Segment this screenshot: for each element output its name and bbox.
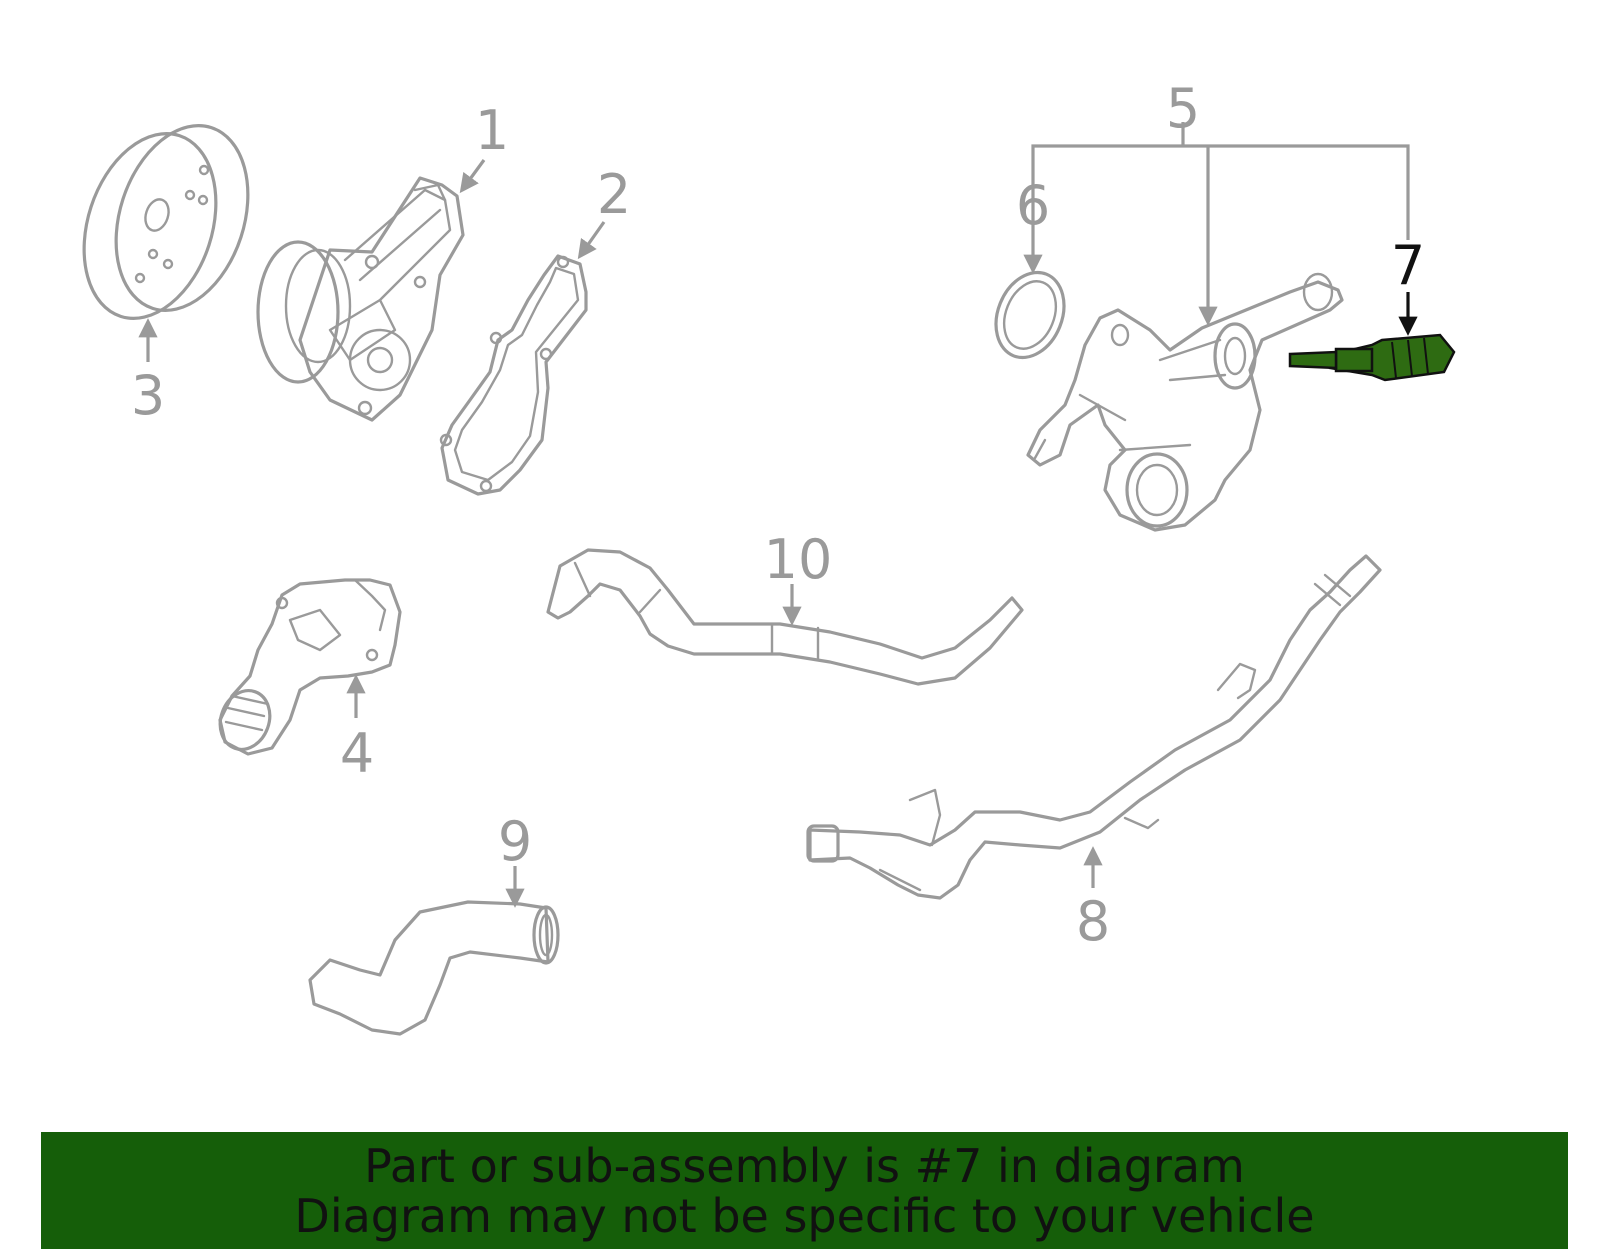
water-pump-part-1 xyxy=(256,176,465,422)
callout-6: 6 xyxy=(1016,174,1050,237)
banner-line-1: Part or sub-assembly is #7 in diagram xyxy=(364,1138,1245,1193)
callout-9: 9 xyxy=(498,810,532,873)
callout-7: 7 xyxy=(1391,234,1425,297)
hose-part-10 xyxy=(546,548,1024,686)
callout-5: 5 xyxy=(1166,77,1200,140)
coolant-pipe-part-8 xyxy=(806,554,1382,900)
coolant-housing-part-5 xyxy=(1026,272,1344,532)
callout-8: 8 xyxy=(1076,890,1110,953)
gasket-part-2 xyxy=(439,254,588,496)
callout-10: 10 xyxy=(764,528,833,591)
pulley-part-3 xyxy=(82,124,250,320)
callout-4: 4 xyxy=(340,722,374,785)
hose-part-9 xyxy=(308,900,560,1036)
temperature-sensor-part-7 xyxy=(1288,333,1456,382)
callout-2: 2 xyxy=(597,163,631,226)
banner-line-2: Diagram may not be specific to your vehi… xyxy=(294,1188,1315,1243)
thermostat-housing-part-4 xyxy=(218,578,402,756)
leader-lines xyxy=(138,122,1418,908)
info-banner: Part or sub-assembly is #7 in diagram Di… xyxy=(41,1132,1568,1249)
callout-1: 1 xyxy=(475,99,509,162)
o-ring-part-6 xyxy=(994,270,1066,360)
callout-3: 3 xyxy=(131,364,165,427)
